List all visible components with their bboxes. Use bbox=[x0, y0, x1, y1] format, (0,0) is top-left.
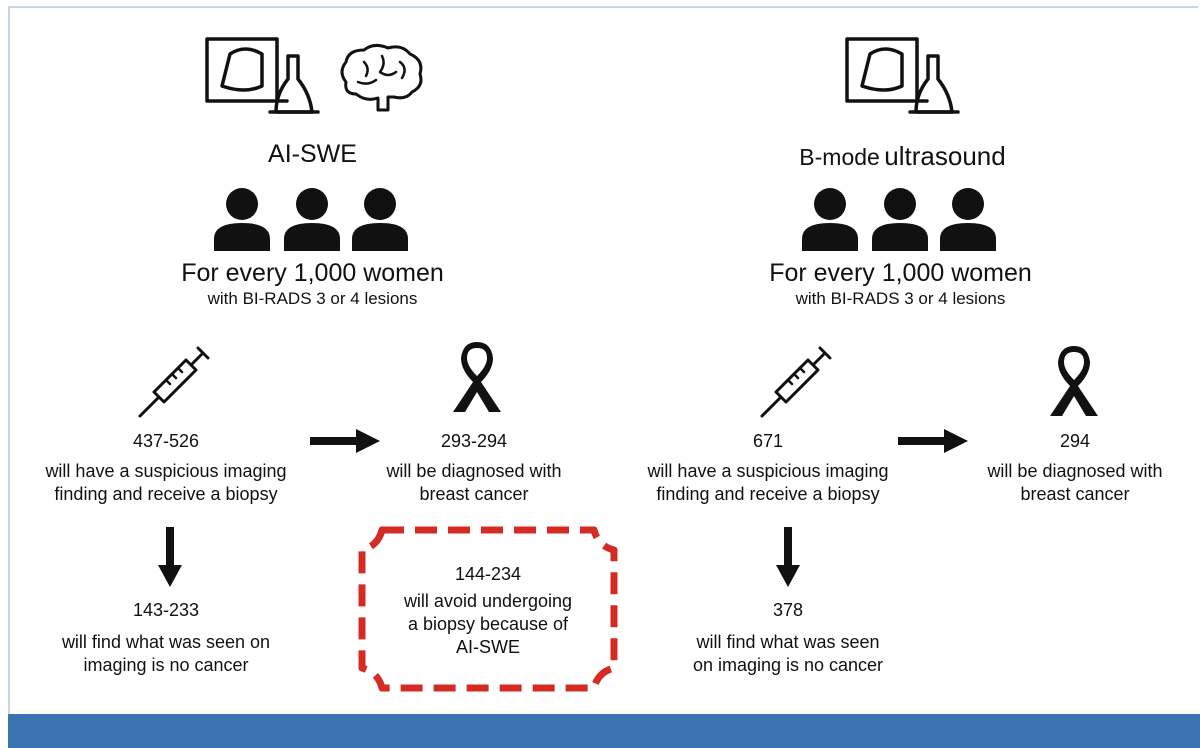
left-no-cancer-number: 143-233 bbox=[132, 600, 200, 620]
right-no-cancer-number: 378 bbox=[772, 600, 804, 620]
right-cancer-number: 294 bbox=[1059, 431, 1091, 451]
left-no-cancer-line1: will find what was seen on bbox=[61, 632, 271, 652]
ultrasound-machine-icon bbox=[845, 37, 960, 114]
left-headline: For every 1,000 women bbox=[181, 259, 444, 287]
right-cancer-line1: will be diagnosed with bbox=[987, 461, 1163, 481]
right-title-mode: B-mode bbox=[799, 144, 880, 170]
right-no-cancer-line2: on imaging is no cancer bbox=[692, 655, 884, 675]
arrow-down-icon bbox=[158, 527, 182, 587]
left-no-cancer-line2: imaging is no cancer bbox=[83, 655, 249, 675]
avoid-line2: a biopsy because of bbox=[407, 614, 569, 634]
avoid-number: 144-234 bbox=[454, 564, 522, 584]
syringe-icon bbox=[760, 346, 832, 418]
people-icon bbox=[802, 188, 996, 251]
footer-bar bbox=[8, 714, 1200, 748]
awareness-ribbon-icon bbox=[1050, 346, 1098, 416]
right-cancer-line2: breast cancer bbox=[1020, 484, 1130, 504]
right-panel-title: B-mode ultrasound bbox=[740, 141, 1065, 172]
right-subline: with BI-RADS 3 or 4 lesions bbox=[795, 289, 1006, 308]
left-biopsy-number: 437-526 bbox=[132, 431, 200, 451]
ultrasound-machine-icon bbox=[205, 37, 320, 114]
arrow-down-icon bbox=[776, 527, 800, 587]
awareness-ribbon-icon bbox=[453, 342, 501, 412]
right-biopsy-line2: finding and receive a biopsy bbox=[656, 484, 880, 504]
right-headline: For every 1,000 women bbox=[769, 259, 1032, 287]
arrow-right-icon bbox=[310, 429, 380, 453]
right-no-cancer-line1: will find what was seen bbox=[696, 632, 880, 652]
syringe-icon bbox=[138, 346, 210, 418]
left-cancer-number: 293-294 bbox=[440, 431, 508, 451]
left-panel-title: AI-SWE bbox=[268, 140, 357, 168]
right-biopsy-line1: will have a suspicious imaging bbox=[647, 461, 889, 481]
right-title-ultrasound: ultrasound bbox=[884, 141, 1006, 171]
content-frame bbox=[8, 6, 1198, 746]
left-biopsy-line2: finding and receive a biopsy bbox=[54, 484, 278, 504]
avoid-line1: will avoid undergoing bbox=[403, 591, 573, 611]
brain-icon bbox=[340, 43, 423, 112]
avoided-biopsy-callout bbox=[358, 526, 618, 692]
left-cancer-line1: will be diagnosed with bbox=[386, 461, 562, 481]
arrow-right-icon bbox=[898, 429, 968, 453]
left-cancer-line2: breast cancer bbox=[419, 484, 529, 504]
right-biopsy-number: 671 bbox=[752, 431, 784, 451]
people-icon bbox=[214, 188, 408, 251]
avoid-line3: AI-SWE bbox=[455, 637, 520, 657]
left-subline: with BI-RADS 3 or 4 lesions bbox=[207, 289, 418, 308]
left-biopsy-line1: will have a suspicious imaging bbox=[45, 461, 287, 481]
